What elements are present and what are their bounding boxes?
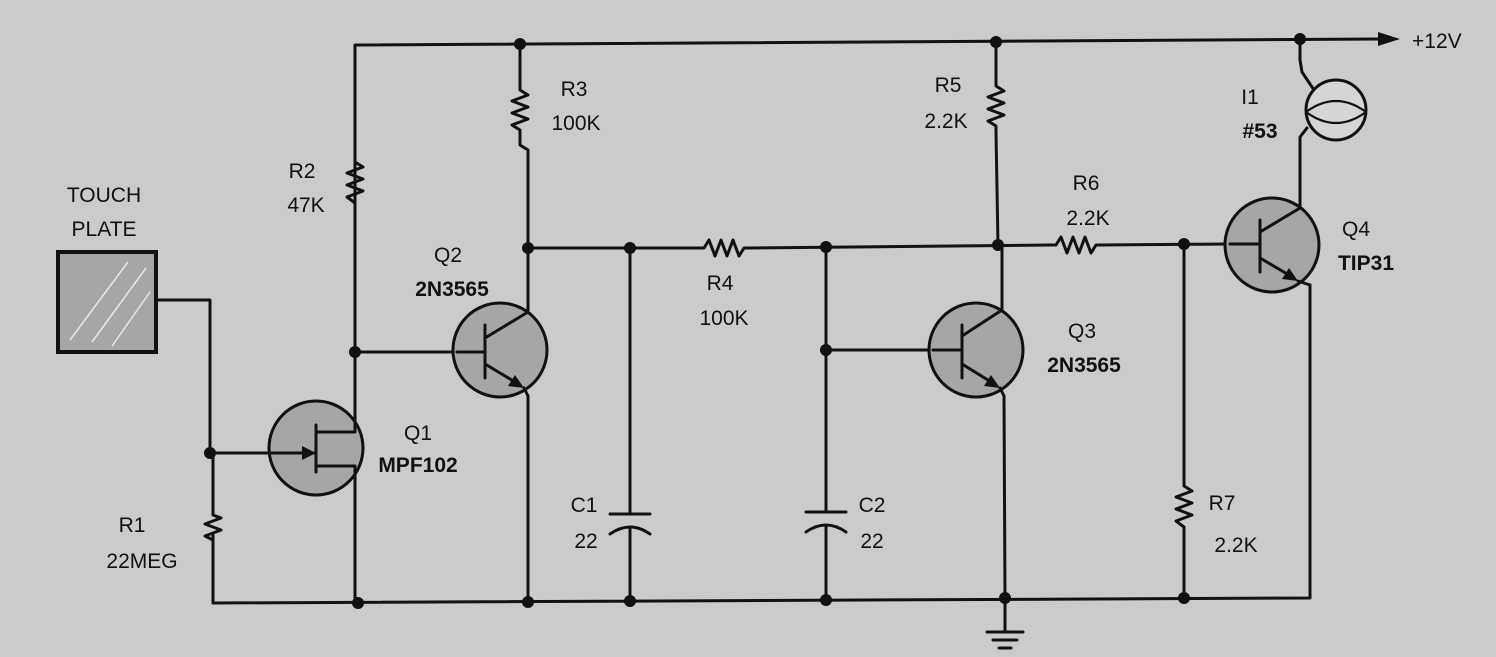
r7-value: 2.2K — [1214, 534, 1257, 557]
ground-symbol-icon — [985, 630, 1025, 650]
q2-ref: Q2 — [434, 244, 462, 267]
q3-ref: Q3 — [1068, 320, 1096, 343]
r3-resistor — [510, 83, 530, 137]
i1-ref: I1 — [1241, 86, 1259, 109]
c1-value: 22 — [574, 530, 597, 553]
r4-value: 100K — [699, 307, 748, 330]
q2-part: 2N3565 — [415, 278, 489, 301]
r6-resistor — [1048, 235, 1104, 255]
touch-plate — [56, 250, 158, 354]
r5-ref: R5 — [935, 74, 962, 97]
r4-resistor — [696, 238, 752, 258]
q1-ref: Q1 — [404, 422, 432, 445]
c2-value: 22 — [860, 530, 883, 553]
r6-ref: R6 — [1073, 172, 1100, 195]
i1-lamp-icon — [1304, 78, 1368, 142]
c1-ref: C1 — [571, 494, 598, 517]
r6-value: 2.2K — [1066, 207, 1109, 230]
r2-ref: R2 — [289, 160, 316, 183]
r5-value: 2.2K — [924, 110, 967, 133]
q1-jfet — [267, 288, 365, 605]
touch-plate-label-1: TOUCH — [67, 184, 141, 207]
q4-ref: Q4 — [1342, 218, 1370, 241]
junction-dots — [204, 33, 1306, 609]
r2-resistor — [345, 153, 365, 212]
r7-ref: R7 — [1209, 492, 1236, 515]
r3-ref: R3 — [561, 78, 588, 101]
q4-transistor — [1223, 194, 1321, 294]
r4-ref: R4 — [707, 272, 734, 295]
r7-resistor — [1174, 478, 1194, 535]
r5-resistor — [986, 78, 1006, 134]
q4-part: TIP31 — [1338, 252, 1394, 275]
r3-value: 100K — [551, 112, 600, 135]
q2-transistor — [451, 246, 549, 604]
q1-part: MPF102 — [378, 454, 457, 477]
touch-plate-label-2: PLATE — [72, 218, 137, 241]
r1-value: 22MEG — [106, 550, 177, 573]
q3-part: 2N3565 — [1047, 354, 1121, 377]
supply-arrow-icon — [1378, 32, 1400, 46]
q3-transistor — [927, 244, 1025, 600]
c2-ref: C2 — [859, 494, 886, 517]
r2-value: 47K — [287, 194, 324, 217]
supply-label: +12V — [1412, 30, 1462, 53]
r1-resistor — [203, 508, 223, 547]
r1-ref: R1 — [119, 514, 146, 537]
i1-part: #53 — [1242, 120, 1277, 143]
